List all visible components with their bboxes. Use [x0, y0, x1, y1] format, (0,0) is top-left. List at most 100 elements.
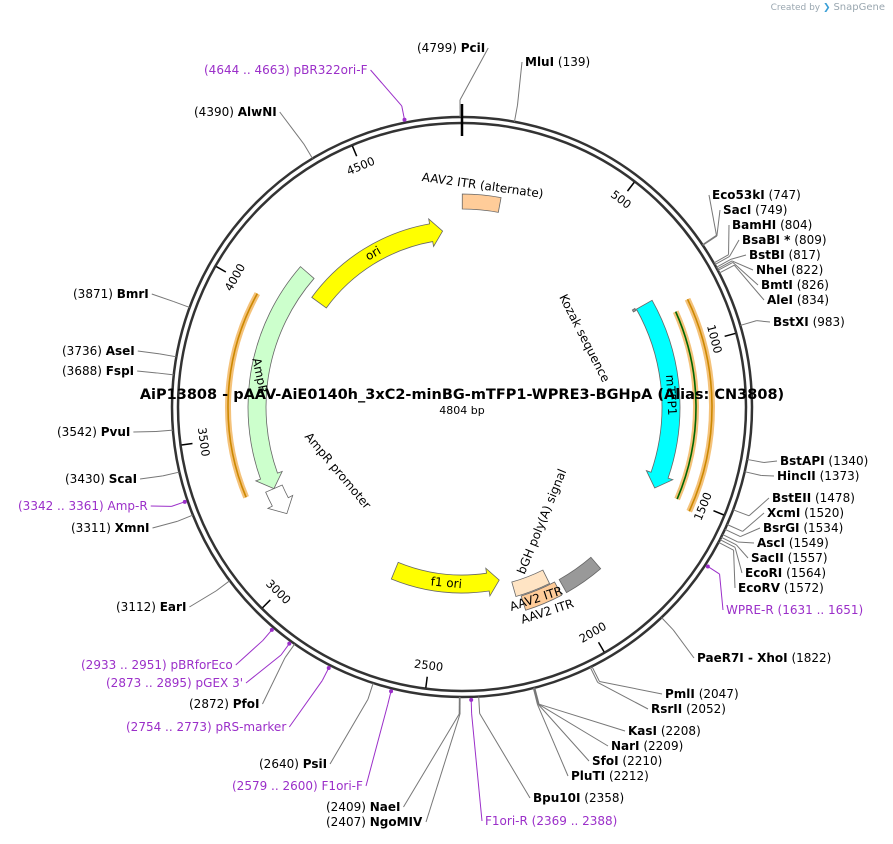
site-f1ori-r[interactable]: F1ori-R (2369 .. 2388)	[469, 697, 617, 828]
site-scai[interactable]: (3430) ScaI	[65, 471, 180, 486]
site-asci[interactable]: AscI (1549)	[722, 534, 829, 550]
site-kasi[interactable]: KasI (2208)	[534, 687, 701, 738]
site-leader	[284, 643, 296, 659]
site-label: PaeR7I - XhoI (1822)	[697, 651, 831, 665]
feature-shape[interactable]	[635, 299, 681, 489]
site-ngomiv[interactable]: (2407) NgoMIV	[326, 696, 461, 829]
feature-shape[interactable]	[265, 484, 294, 515]
site-name: EcoRI	[745, 566, 782, 580]
site-leader	[533, 687, 539, 705]
feature-f1-ori[interactable]: f1 ori	[390, 561, 500, 598]
site-label: AleI (834)	[767, 293, 829, 307]
feature-bgh-polya[interactable]: bGH poly(A) signal	[514, 467, 602, 594]
feature-aav2-itr-alternate[interactable]: AAV2 ITR (alternate)	[421, 170, 544, 213]
site-xmni[interactable]: (3311) XmnI	[71, 514, 194, 535]
site-position: (2873 .. 2895)	[106, 676, 192, 690]
site-xcmi[interactable]: XcmI (1520)	[726, 506, 844, 532]
site-pgex-3-[interactable]: (2873 .. 2895) pGEX 3'	[106, 641, 292, 690]
site-pluti[interactable]: PluTI (2212)	[532, 687, 649, 783]
site-fspi[interactable]: (3688) FspI	[62, 364, 174, 378]
site-label: BsaBI * (809)	[742, 233, 827, 247]
site-name: SacII	[751, 551, 784, 565]
site-label: (3430) ScaI	[65, 472, 137, 486]
site-nari[interactable]: NarI (2209)	[533, 687, 683, 753]
feature-ori[interactable]: ori	[311, 217, 444, 309]
site-name: pRS-marker	[216, 720, 287, 734]
site-leader	[279, 111, 305, 145]
site-bstapi[interactable]: BstAPI (1340)	[747, 454, 868, 468]
feature-kozak[interactable]: Kozak sequence	[556, 292, 637, 385]
site-bpu10i[interactable]: Bpu10I (2358)	[478, 696, 625, 805]
feature-shape[interactable]	[631, 307, 637, 313]
feature-shape[interactable]	[461, 193, 502, 213]
site-sacii[interactable]: SacII (1557)	[720, 536, 828, 565]
site-psii[interactable]: (2640) PsiI	[259, 682, 374, 771]
site-pcii[interactable]: (4799) PciI	[417, 41, 489, 118]
tick-mark	[181, 442, 193, 446]
site-f1ori-f[interactable]: (2579 .. 2600) F1ori-F	[232, 689, 394, 793]
site-pfoi[interactable]: (2872) PfoI	[189, 643, 296, 711]
site-bsteii[interactable]: BstEII (1478)	[732, 491, 855, 517]
site-name: pGEX 3'	[196, 676, 243, 690]
site-bsrgi[interactable]: BsrGI (1534)	[724, 521, 843, 537]
feature-shape[interactable]	[247, 266, 315, 490]
site-label: (3871) BmrI	[73, 287, 149, 301]
site-bmti[interactable]: BmtI (826)	[717, 261, 829, 292]
site-wpre-r[interactable]: WPRE-R (1631 .. 1651)	[705, 564, 863, 617]
site-ecorv[interactable]: EcoRV (1572)	[718, 541, 824, 595]
site-amp-r[interactable]: (3342 .. 3361) Amp-R	[18, 499, 187, 513]
site-label: SacI (749)	[723, 203, 787, 217]
backbone	[170, 104, 754, 699]
site-bmri[interactable]: (3871) BmrI	[73, 287, 190, 308]
site-pbr322ori-f[interactable]: (4644 .. 4663) pBR322ori-F	[204, 63, 407, 122]
site-label: WPRE-R (1631 .. 1651)	[726, 603, 863, 617]
feature-ampr[interactable]: AmpR	[247, 266, 315, 490]
site-position: (4644 .. 4663)	[204, 63, 290, 77]
feature-shape[interactable]	[311, 217, 444, 309]
site-labels: (4799) PciI MluI (139) (4644 .. 4663) pBR3…	[18, 41, 868, 829]
site-hincii[interactable]: HincII (1373)	[744, 469, 860, 483]
feature-label: ori	[363, 243, 384, 263]
site-asei[interactable]: (3736) AseI	[62, 344, 177, 358]
site-eari[interactable]: (3112) EarI	[116, 580, 231, 614]
site-pmli[interactable]: PmlI (2047)	[591, 666, 739, 701]
feature-mtfp1[interactable]: mTFP1	[635, 299, 681, 489]
site-position: (1549)	[789, 536, 829, 550]
feature-shape[interactable]	[390, 561, 500, 598]
site-leader	[329, 698, 369, 765]
site-nhei[interactable]: NheI (822)	[716, 260, 823, 277]
site-leader	[735, 544, 749, 559]
site-pvui[interactable]: (3542) PvuI	[57, 425, 173, 439]
site-prs-marker[interactable]: (2754 .. 2773) pRS-marker	[126, 665, 331, 734]
primer-mark	[326, 665, 331, 670]
site-rsrii[interactable]: RsrII (2052)	[589, 666, 726, 716]
site-alei[interactable]: AleI (834)	[718, 264, 829, 307]
site-leader	[713, 254, 729, 264]
site-eco53ki[interactable]: Eco53kI (747)	[702, 188, 801, 246]
feature-shape[interactable]	[558, 556, 602, 594]
site-label: BstXI (983)	[773, 315, 845, 329]
site-paer7i-xhoi[interactable]: PaeR7I - XhoI (1822)	[661, 617, 831, 665]
site-bamhi[interactable]: BamHI (804)	[713, 218, 813, 264]
feature-shape[interactable]	[520, 581, 563, 611]
feature-shape[interactable]	[511, 569, 551, 597]
site-leader	[756, 320, 771, 323]
site-naei[interactable]: (2409) NaeI	[326, 696, 460, 814]
site-sfoi[interactable]: SfoI (2210)	[533, 687, 662, 768]
site-ecori[interactable]: EcoRI (1564)	[719, 539, 826, 580]
site-bsabi-[interactable]: BsaBI * (809)	[714, 233, 827, 266]
site-label: XcmI (1520)	[767, 506, 844, 520]
site-position: (983)	[813, 315, 845, 329]
site-leader	[387, 691, 392, 705]
site-mlui[interactable]: MluI (139)	[513, 55, 590, 122]
site-label: AscI (1549)	[757, 536, 829, 550]
site-saci[interactable]: SacI (749)	[702, 203, 788, 246]
site-alwni[interactable]: (4390) AlwNI	[194, 105, 313, 159]
site-bstbi[interactable]: BstBI (817)	[715, 248, 821, 268]
site-name: NaeI	[370, 800, 401, 814]
site-bstxi[interactable]: BstXI (983)	[740, 315, 845, 329]
site-leader	[702, 235, 718, 246]
site-name: ScaI	[109, 472, 137, 486]
site-pbrforeco[interactable]: (2933 .. 2951) pBRforEco	[81, 627, 274, 672]
